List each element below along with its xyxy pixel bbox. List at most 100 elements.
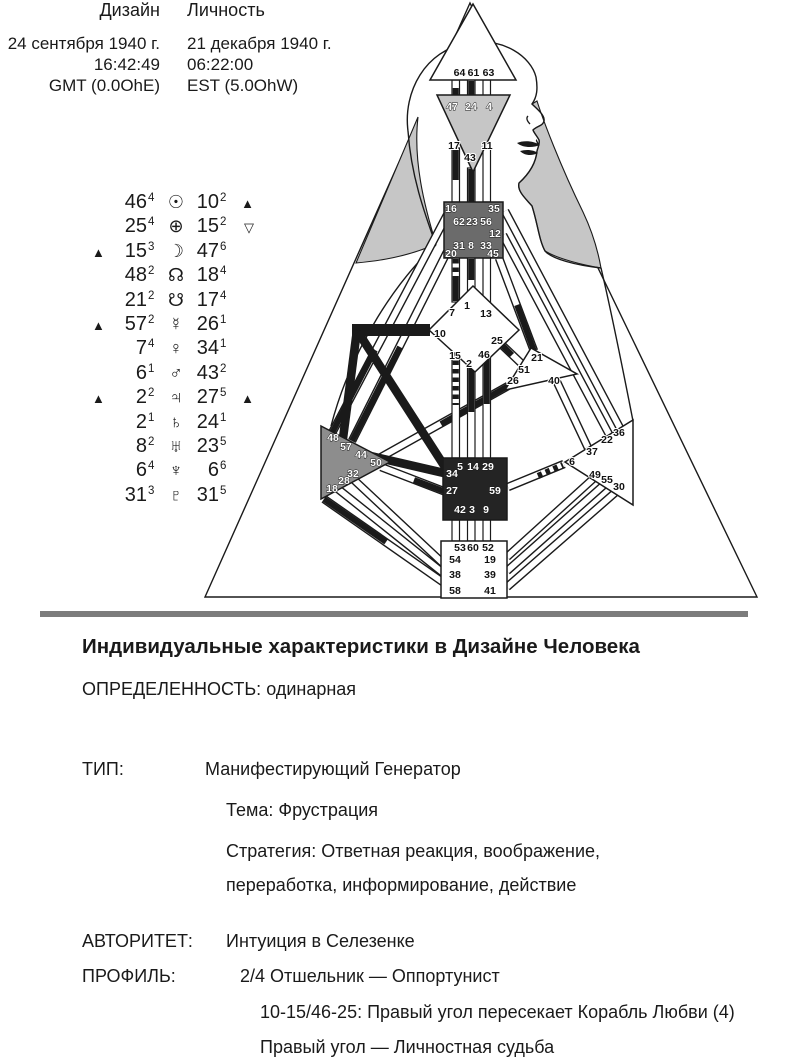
design-title: Дизайн — [99, 0, 160, 20]
personality-title: Личность — [187, 0, 265, 20]
svg-text:15: 15 — [449, 350, 461, 362]
channels — [321, 79, 625, 591]
svg-text:55: 55 — [601, 474, 613, 486]
nostril — [526, 115, 531, 125]
personality-date: 21 декабря 1940 г. — [187, 34, 332, 53]
throat-center — [443, 201, 504, 259]
right-shoulder-line — [600, 267, 634, 422]
profile-label: ПРОФИЛЬ: — [82, 966, 176, 986]
svg-text:47: 47 — [446, 101, 458, 113]
svg-text:56: 56 — [480, 216, 492, 228]
svg-text:36: 36 — [613, 427, 625, 439]
profile-value: 2/4 Отшельник — Оппортунист — [240, 966, 500, 986]
svg-text:46: 46 — [478, 349, 490, 361]
svg-text:28: 28 — [338, 475, 350, 487]
svg-text:61: 61 — [468, 67, 480, 79]
svg-text:20: 20 — [445, 248, 457, 260]
personality-zone: EST (5.0OhW) — [187, 76, 299, 95]
pluto-icon: ♇ — [169, 484, 183, 505]
venus-icon: ♀ — [169, 338, 183, 359]
svg-text:54: 54 — [449, 554, 461, 566]
svg-text:5: 5 — [457, 461, 463, 473]
svg-text:41: 41 — [484, 585, 496, 597]
saturn-icon: ♄ — [169, 411, 183, 432]
svg-text:57: 57 — [340, 441, 352, 453]
svg-text:2: 2 — [466, 358, 472, 370]
svg-text:18: 18 — [326, 483, 338, 495]
svg-text:60: 60 — [467, 542, 479, 554]
svg-text:31: 31 — [453, 240, 465, 252]
svg-text:64: 64 — [454, 67, 466, 79]
svg-text:59: 59 — [489, 485, 501, 497]
definition-value: одинарная — [266, 679, 357, 699]
definition-label: ОПРЕДЕЛЕННОСТЬ: — [82, 679, 262, 699]
head-center — [428, 2, 518, 81]
svg-text:50: 50 — [370, 457, 382, 469]
personality-time: 06:22:00 — [187, 55, 254, 74]
svg-text:24: 24 — [465, 101, 477, 113]
svg-text:63: 63 — [483, 67, 495, 79]
design-column: Дизайн 24 сентября 1940 г. 16:42:49 GMT … — [0, 0, 160, 96]
spleen-center — [320, 424, 392, 501]
authority-value: Интуиция в Селезенке — [226, 931, 415, 951]
theme-line: Тема: Фрустрация — [226, 800, 379, 820]
svg-text:38: 38 — [449, 569, 461, 581]
svg-text:34: 34 — [446, 468, 458, 480]
mars-icon: ♂ — [169, 362, 183, 383]
svg-text:39: 39 — [484, 569, 496, 581]
svg-text:21: 21 — [531, 352, 543, 364]
moon-icon: ☽ — [167, 240, 185, 261]
svg-text:45: 45 — [487, 248, 499, 260]
svg-text:13: 13 — [480, 308, 492, 320]
type-label: ТИП: — [82, 759, 124, 779]
svg-text:49: 49 — [589, 469, 601, 481]
strategy-line1: Стратегия: Ответная реакция, воображение… — [226, 841, 601, 861]
centers — [320, 2, 634, 599]
strategy-line2: переработка, информирование, действие — [226, 875, 577, 895]
definition-line: ОПРЕДЕЛЕННОСТЬ: одинарная — [82, 679, 356, 700]
divider — [40, 611, 748, 617]
svg-text:48: 48 — [327, 432, 339, 444]
svg-text:52: 52 — [482, 542, 494, 554]
sun-icon: ☉ — [167, 192, 185, 212]
svg-text:23: 23 — [466, 216, 478, 228]
svg-text:9: 9 — [483, 504, 489, 516]
svg-text:12: 12 — [489, 228, 501, 240]
authority-label: АВТОРИТЕТ: — [82, 931, 193, 951]
svg-text:17: 17 — [448, 140, 460, 152]
svg-text:10: 10 — [434, 328, 446, 340]
svg-text:7: 7 — [449, 307, 455, 319]
personality-column: Личность 21 декабря 1940 г. 06:22:00 EST… — [187, 0, 377, 96]
summary-title: Индивидуальные характеристики в Дизайне … — [82, 635, 640, 658]
design-zone: GMT (0.0OhE) — [48, 76, 160, 95]
root-center — [440, 540, 508, 599]
svg-text:26: 26 — [507, 375, 519, 387]
svg-text:58: 58 — [449, 585, 461, 597]
svg-text:51: 51 — [518, 364, 530, 376]
svg-text:53: 53 — [454, 542, 466, 554]
earth-icon: ⊕ — [168, 216, 184, 237]
svg-text:25: 25 — [491, 335, 503, 347]
design-time: 16:42:49 — [93, 55, 160, 74]
g-center — [427, 284, 521, 374]
svg-text:14: 14 — [467, 461, 479, 473]
svg-text:4: 4 — [486, 101, 492, 113]
incarnation-cross-line: 10-15/46-25: Правый угол пересекает Кора… — [260, 1002, 735, 1022]
svg-text:37: 37 — [586, 446, 598, 458]
mercury-icon: ☿ — [169, 313, 183, 334]
